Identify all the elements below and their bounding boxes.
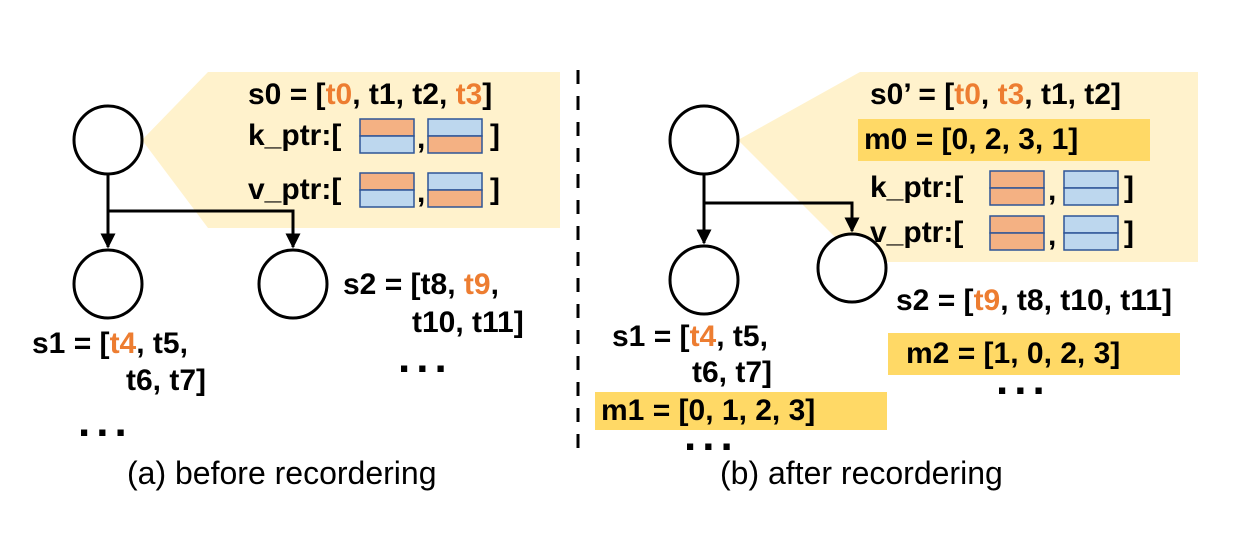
s1-list-b-line2: t6, t7]: [692, 356, 773, 389]
edge-s0-s2-a: [108, 209, 301, 249]
node-s1-b: [668, 244, 740, 316]
edge-s0-s2-b: [704, 201, 860, 233]
k-block-2-a: [427, 118, 483, 154]
v-block-1-a: [359, 172, 415, 208]
ellipsis-s1-b: ...: [684, 411, 739, 460]
k-block-1-a: [359, 118, 415, 154]
ellipsis-s1-a: ...: [78, 397, 133, 446]
caption-a: (a) before recordering: [127, 455, 437, 491]
node-s0-a: [72, 104, 144, 176]
v-ptr-comma-b: ,: [1048, 219, 1057, 252]
ellipsis-s2-a: ...: [398, 333, 453, 382]
k-ptr-label-a: k_ptr:[: [248, 119, 342, 152]
v-ptr-close-b: ]: [1124, 216, 1134, 249]
v-ptr-label-b: v_ptr:[: [870, 216, 964, 249]
m0-mapping: m0 = [0, 2, 3, 1]: [864, 123, 1079, 156]
node-s2-a: [257, 248, 329, 320]
node-s2-b: [816, 232, 888, 304]
s1-list-a-line2: t6, t7]: [126, 364, 207, 397]
k-block-1-b: [989, 170, 1045, 206]
k-ptr-close-b: ]: [1124, 171, 1134, 204]
s2-list-a: s2 = [t8, t9,: [343, 268, 499, 301]
m0-highlight: [858, 119, 1150, 161]
v-block-1-b: [989, 215, 1045, 251]
s2-list-b: s2 = [t9, t8, t10, t11]: [896, 284, 1172, 317]
m2-mapping: m2 = [1, 0, 2, 3]: [906, 337, 1121, 370]
k-ptr-label-b: k_ptr:[: [870, 171, 964, 204]
v-block-2-a: [427, 172, 483, 208]
v-ptr-close-a: ]: [490, 173, 500, 206]
s1-list-a: s1 = [t4, t5,: [32, 327, 188, 360]
v-block-2-b: [1063, 215, 1119, 251]
v-ptr-label-a: v_ptr:[: [248, 173, 342, 206]
s0-list-a: s0 = [t0, t1, t2, t3]: [248, 78, 493, 111]
caption-b: (b) after recordering: [720, 455, 1003, 491]
k-ptr-close-a: ]: [490, 119, 500, 152]
k-ptr-comma-b: ,: [1048, 174, 1057, 207]
node-s0-b: [668, 104, 740, 176]
ellipsis-s2-b: ...: [996, 355, 1051, 404]
k-ptr-comma-a: ,: [417, 122, 426, 155]
s2-list-a-line2: t10, t11]: [412, 306, 524, 339]
node-s1-a: [72, 248, 144, 320]
m1-highlight: [595, 392, 887, 430]
m2-highlight: [888, 333, 1180, 375]
m1-mapping: m1 = [0, 1, 2, 3]: [601, 394, 816, 427]
s0-list-b: s0’ = [t0, t3, t1, t2]: [870, 78, 1121, 111]
v-ptr-comma-a: ,: [417, 176, 426, 209]
k-block-2-b: [1063, 170, 1119, 206]
s1-list-b: s1 = [t4, t5,: [612, 320, 768, 353]
